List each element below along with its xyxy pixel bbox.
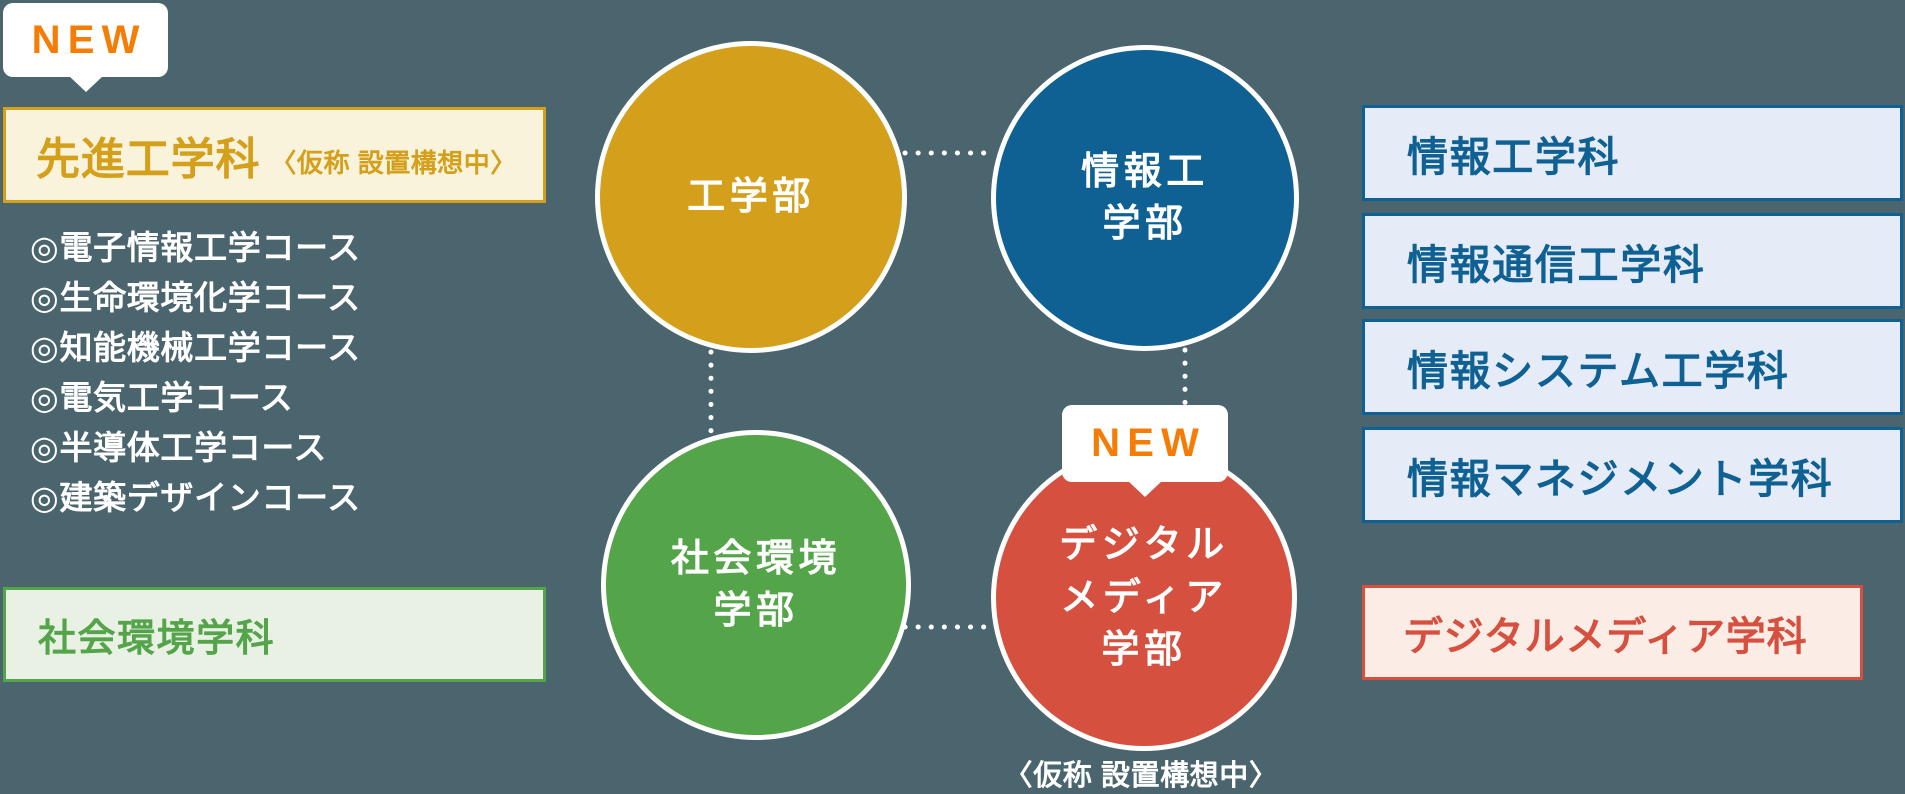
dept-box-information-systems: 情報システム工学科	[1362, 319, 1903, 415]
course-item-life-environmental-chemistry: ◎生命環境化学コース	[30, 279, 361, 316]
advanced-engineering-dept-title: 先進工学科	[36, 135, 261, 184]
faculty-label-engineering: 工学部	[687, 175, 815, 218]
dept-box-information-management: 情報マネジメント学科	[1362, 427, 1903, 523]
dept-box-information-engineering: 情報工学科	[1362, 105, 1903, 201]
course-item-architecture-design: ◎建築デザインコース	[30, 479, 361, 516]
digital-media-tentative-note: 〈仮称 設置構想中〉	[1003, 760, 1279, 792]
faculty-label-digital-media: デジタル メディア 学部	[1059, 524, 1229, 672]
new-badge-digital-media: NEW	[1062, 405, 1228, 482]
social-environment-dept-box: 社会環境学科	[3, 587, 546, 682]
course-item-electronic-information: ◎電子情報工学コース	[30, 229, 361, 266]
faculty-circle-digital-media: デジタル メディア 学部	[991, 445, 1297, 751]
dept-box-digital-media: デジタルメディア学科	[1362, 585, 1863, 680]
new-badge-label: NEW	[31, 17, 147, 62]
faculty-label-information-engineering: 情報工 学部	[1081, 150, 1209, 245]
new-badge-label: NEW	[1091, 421, 1207, 465]
faculty-circle-information-engineering: 情報工 学部	[991, 45, 1299, 351]
dept-box-information-communication: 情報通信工学科	[1362, 213, 1903, 309]
advanced-engineering-dept-box: 先進工学科 〈仮称 設置構想中〉	[3, 107, 546, 203]
course-item-semiconductor: ◎半導体工学コース	[30, 429, 328, 466]
faculty-circle-social-environment: 社会環境 学部	[601, 430, 911, 740]
course-item-intelligent-machinery: ◎知能機械工学コース	[30, 329, 361, 366]
advanced-engineering-dept-note: 〈仮称 設置構想中〉	[270, 147, 517, 178]
course-item-electrical: ◎電気工学コース	[30, 379, 294, 416]
new-badge-advanced-dept: NEW	[3, 3, 168, 77]
engineering-course-list: ◎電子情報工学コース ◎生命環境化学コース ◎知能機械工学コース ◎電気工学コー…	[30, 223, 361, 523]
faculty-circle-engineering: 工学部	[595, 41, 907, 353]
faculty-label-social-environment: 社会環境 学部	[670, 537, 842, 632]
